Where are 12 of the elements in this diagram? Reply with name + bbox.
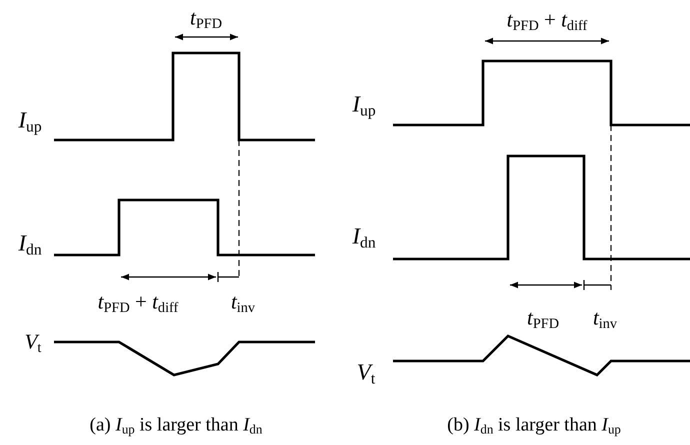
signal-label: I$_{dn}$	[18, 232, 42, 254]
time-label: t$_{inv}$	[230, 292, 256, 312]
signal-label: V$_{t}$	[24, 332, 42, 352]
signal-label: V$_{t}$	[356, 360, 376, 384]
subfigure-caption: (a) I$_{up}$ is larger than I$_{dn}$	[90, 416, 262, 434]
time-label: t$_{PFD}$ + t$_{diff}$	[98, 292, 178, 312]
subfigure-caption: (b) I$_{dn}$ is larger than I$_{up}$	[447, 416, 621, 434]
time-label: t$_{inv}$	[592, 308, 618, 328]
signal-label: I$_{dn}$	[352, 224, 376, 248]
time-label: t$_{PFD}$ + t$_{diff}$	[506, 10, 588, 30]
time-label: t$_{PFD}$	[190, 8, 222, 28]
time-label: t$_{PFD}$	[527, 308, 559, 328]
